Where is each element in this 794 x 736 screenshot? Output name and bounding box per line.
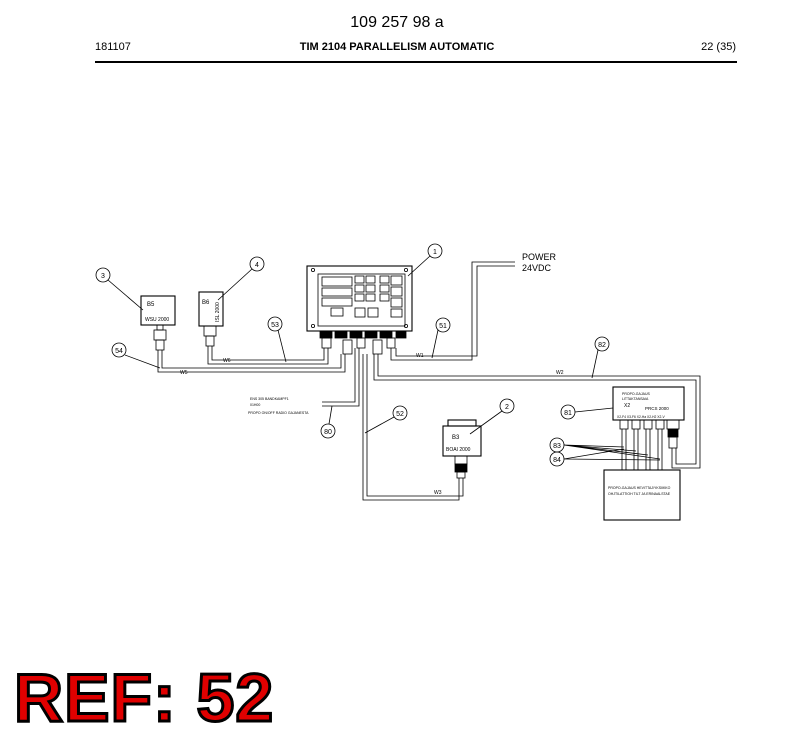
prc-tag: X2 [624,403,630,409]
prc-model: PRCS 2000 [645,406,669,411]
wire-w1-label: W1 [416,353,424,359]
callout-81: 81 [564,410,572,417]
power-cable-w1 [390,261,515,361]
callout-53: 53 [271,322,279,329]
wire-w6-label: W6 [223,358,231,364]
cable-w3 [362,354,460,501]
document-title: TIM 2104 PARALLELISM AUTOMATIC [299,41,495,53]
reference-stamp: REF: 52 [12,660,275,736]
callout-82: 82 [598,342,606,349]
keypad-buttons [354,275,403,318]
document-number: 109 257 98 a [350,14,444,31]
page-indicator: 22 (35) [701,41,736,53]
cable-w6 [207,346,329,365]
voltage-label: 24VDC [522,263,552,273]
callout-51: 51 [439,323,447,330]
switch-note-1: ENS 305 BANDKAMPF1 [250,397,289,401]
b5-tag: B5 [147,302,155,308]
valve-box [603,469,681,521]
wire-w5-label: W5 [180,370,188,376]
cable-w2 [373,354,697,465]
date-code: 181107 [95,41,131,53]
callout-54: 54 [115,348,123,355]
header-divider [95,61,737,63]
callout-52: 52 [396,411,404,418]
control-unit-connectors [319,330,407,355]
b3-tag: B3 [452,435,460,441]
callout-1: 1 [433,249,437,256]
b6-tag: B6 [202,300,210,306]
valve-line-2: OHJTILATTIOH TILT JA ERINAALSTAE [608,492,671,496]
b5-model: WSU 2000 [145,317,169,323]
prc-pins: X2-F4 X3-F6 X2-Ha X2-H2 X2-V [617,415,665,419]
wire-w2-label: W2 [556,370,564,376]
b6-model: ISL 2000 [215,302,221,322]
callout-83: 83 [553,443,561,450]
cable-80 [322,348,356,403]
prc-line-2: LITTAKTANSAIA [622,397,649,401]
cable-w5 [157,350,346,373]
power-label: POWER [522,252,557,262]
callout-2: 2 [505,404,509,411]
callout-4: 4 [255,262,259,269]
b3-model: BOAI 2000 [446,447,471,453]
wire-w3-label: W3 [434,490,442,496]
display-panel [321,276,353,317]
valve-line-1: PROPO-GAJAUS HEVITTAJ/YKSIIKKO [608,486,671,490]
prc-line-1: PROPO-GAJAUS [622,392,650,396]
callout-84: 84 [553,457,561,464]
callout-3: 3 [101,273,105,280]
switch-note-3: PROPO ON/OFF RADIO GAJANESTA [248,411,309,415]
control-unit [306,265,413,332]
callout-circles [95,243,661,467]
switch-note-2: 01H00 [250,403,260,407]
callout-80: 80 [324,429,332,436]
